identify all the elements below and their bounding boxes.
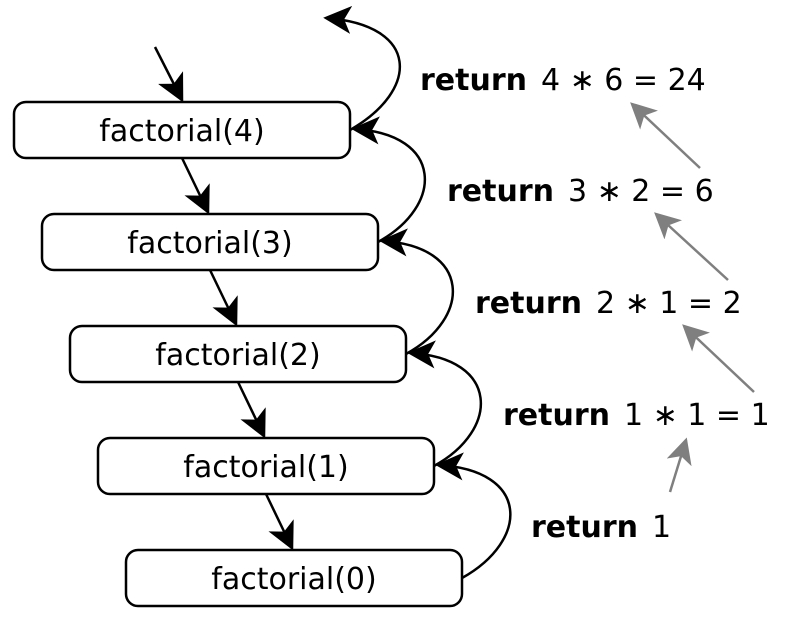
value-arrow: [654, 212, 729, 281]
return-expression: 4 ∗ 6 = 24: [541, 63, 706, 98]
call-label: factorial(0): [211, 562, 376, 597]
return-expression: 3 ∗ 2 = 6: [568, 174, 714, 209]
value-arrow: [666, 437, 692, 493]
call-label: factorial(3): [127, 226, 292, 261]
final-return-arrow: [323, 5, 401, 132]
return-keyword: return: [420, 63, 527, 98]
return-label-0: return 1: [531, 510, 671, 545]
return-expression: 1: [652, 510, 671, 545]
call-arrow: [180, 157, 210, 215]
return-label-1: return 1 ∗ 1 = 1: [503, 398, 770, 433]
return-arrow: [379, 228, 454, 356]
call-box-4: factorial(4): [12, 100, 352, 160]
return-arrow: [435, 452, 512, 580]
call-box-0: factorial(0): [124, 548, 464, 608]
return-arrow: [407, 340, 482, 468]
return-arrow: [351, 116, 426, 244]
call-box-2: factorial(2): [68, 324, 408, 384]
call-arrow: [236, 381, 266, 439]
return-label-4: return 4 ∗ 6 = 24: [420, 63, 706, 98]
call-box-1: factorial(1): [96, 436, 436, 496]
return-label-3: return 3 ∗ 2 = 6: [447, 174, 714, 209]
entry-call-arrow: [153, 46, 184, 103]
return-keyword: return: [447, 174, 554, 209]
call-box-3: factorial(3): [40, 212, 380, 272]
return-expression: 2 ∗ 1 = 2: [596, 286, 742, 321]
call-arrow: [208, 269, 238, 327]
value-arrow: [682, 324, 755, 393]
call-label: factorial(1): [183, 450, 348, 485]
call-label: factorial(2): [155, 338, 320, 373]
return-keyword: return: [531, 510, 638, 545]
return-label-2: return 2 ∗ 1 = 2: [475, 286, 742, 321]
return-keyword: return: [503, 398, 610, 433]
call-arrow: [264, 493, 294, 551]
return-keyword: return: [475, 286, 582, 321]
return-expression: 1 ∗ 1 = 1: [624, 398, 770, 433]
call-label: factorial(4): [99, 114, 264, 149]
value-arrow: [630, 102, 701, 169]
